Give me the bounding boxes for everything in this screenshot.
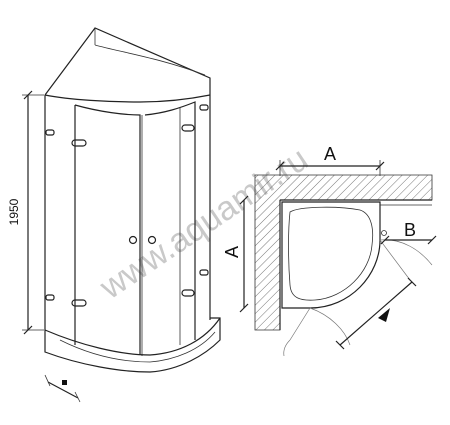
drain-icon xyxy=(381,230,387,236)
square-symbol-icon xyxy=(62,380,67,385)
plan-view-drawing: A A B xyxy=(222,144,437,357)
width-dimension-label: A xyxy=(324,144,336,164)
door-dimension-label: B xyxy=(404,220,416,240)
height-dimension-label: 1950 xyxy=(7,198,21,225)
door-knob-left-icon xyxy=(128,235,138,245)
shower-cabin-drawing: 1950 xyxy=(7,27,221,403)
door-knob-right-icon xyxy=(147,235,157,245)
triangle-marker-icon xyxy=(378,308,390,322)
depth-dimension-label: A xyxy=(222,246,242,258)
